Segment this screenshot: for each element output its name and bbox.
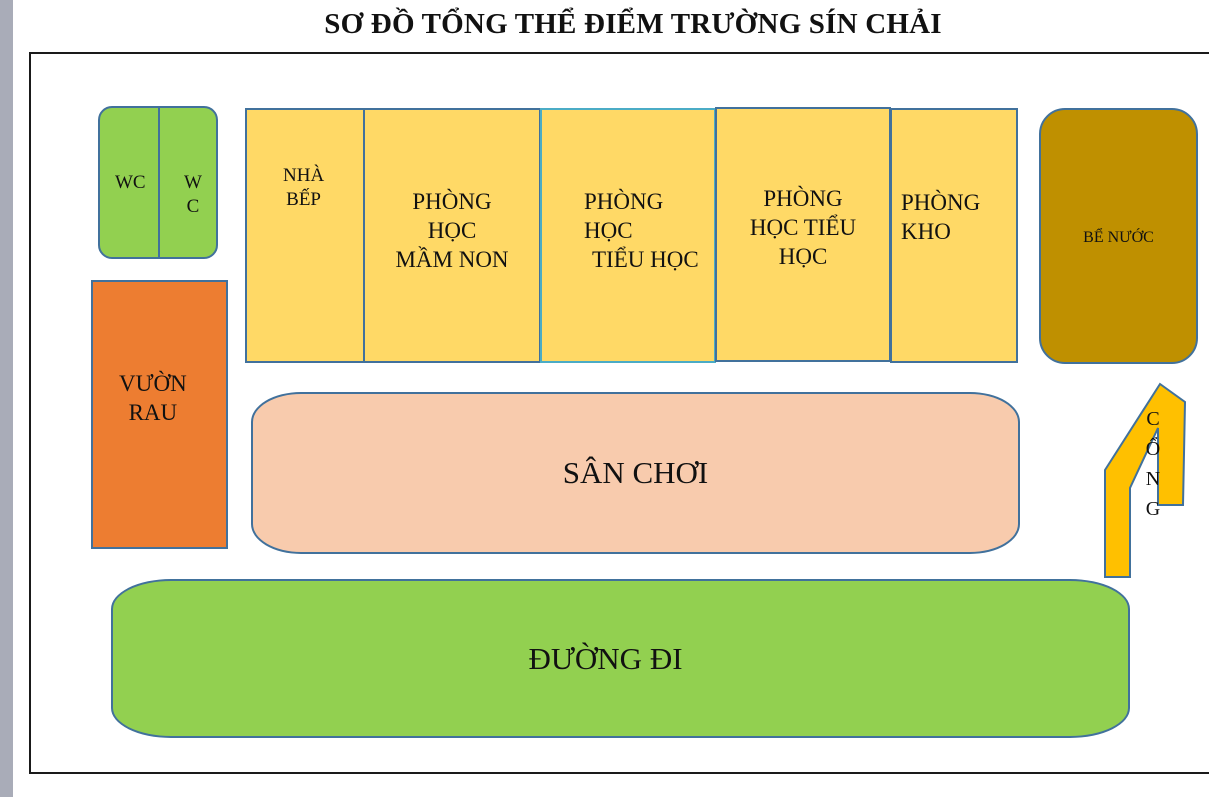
room-storage: PHÒNG KHO bbox=[890, 108, 1018, 363]
room-kitchen: NHÀ BẾP bbox=[245, 108, 365, 363]
primary2-line-3: HỌC bbox=[778, 243, 828, 269]
storage-label: PHÒNG KHO bbox=[901, 189, 980, 247]
playground: SÂN CHƠI bbox=[251, 392, 1020, 554]
primary1-label: PHÒNG HỌC TIỂU HỌC bbox=[584, 188, 699, 274]
kitchen-line-2: BẾP bbox=[286, 188, 322, 210]
road-label-wrap: ĐƯỜNG ĐI bbox=[113, 581, 1128, 736]
gate-shape bbox=[1104, 382, 1187, 578]
room-primary-1: PHÒNG HỌC TIỂU HỌC bbox=[540, 108, 716, 363]
preschool-label: PHÒNG HỌC MẦM NON bbox=[365, 188, 539, 274]
primary1-line-1: PHÒNG bbox=[584, 189, 664, 214]
vegetable-garden: VƯỜN RAU bbox=[91, 280, 228, 549]
site-boundary bbox=[29, 52, 1209, 774]
water-tank-label: BỂ NƯỚC bbox=[1083, 229, 1154, 246]
diagram-title: SƠ ĐỒ TỔNG THỂ ĐIỂM TRƯỜNG SÍN CHẢI bbox=[324, 8, 942, 40]
preschool-line-3: MẦM NON bbox=[395, 246, 509, 272]
garden-line-2: RAU bbox=[128, 399, 178, 425]
playground-label-wrap: SÂN CHƠI bbox=[253, 394, 1018, 552]
gate-letter-1: C bbox=[1146, 408, 1160, 430]
wc-left-label: WC bbox=[115, 172, 146, 193]
wc-right-label: W C bbox=[184, 171, 202, 219]
wc-right-line-1: W bbox=[184, 172, 202, 193]
water-tank: BỂ NƯỚC bbox=[1039, 108, 1198, 364]
water-tank-label-wrap: BỂ NƯỚC bbox=[1041, 110, 1196, 362]
storage-line-2: KHO bbox=[901, 218, 951, 244]
road: ĐƯỜNG ĐI bbox=[111, 579, 1130, 738]
primary2-label: PHÒNG HỌC TIỂU HỌC bbox=[717, 185, 889, 271]
wc-divider bbox=[158, 108, 160, 257]
preschool-line-1: PHÒNG bbox=[412, 189, 492, 214]
gate-letter-2: Ổ bbox=[1145, 438, 1161, 460]
playground-label: SÂN CHƠI bbox=[562, 455, 709, 490]
preschool-line-2: HỌC bbox=[427, 217, 477, 243]
garden-label: VƯỜN RAU bbox=[119, 370, 187, 428]
kitchen-line-1: NHÀ bbox=[283, 165, 325, 186]
room-primary-2: PHÒNG HỌC TIỂU HỌC bbox=[715, 107, 891, 362]
kitchen-label: NHÀ BẾP bbox=[283, 164, 324, 212]
primary1-line-3: TIỂU HỌC bbox=[592, 246, 699, 272]
primary1-line-2: HỌC bbox=[584, 217, 633, 243]
primary2-line-1: PHÒNG bbox=[763, 186, 843, 211]
road-label: ĐƯỜNG ĐI bbox=[528, 640, 683, 676]
wc-right-line-2: C bbox=[186, 195, 200, 217]
gate-label: C Ổ N G bbox=[1144, 404, 1162, 524]
primary2-line-2: HỌC TIỂU bbox=[749, 214, 857, 240]
window-edge-strip bbox=[0, 0, 13, 797]
storage-line-1: PHÒNG bbox=[901, 190, 981, 215]
room-preschool: PHÒNG HỌC MẦM NON bbox=[363, 108, 541, 363]
gate-letter-3: N bbox=[1145, 468, 1161, 490]
wc-block: WC W C bbox=[98, 106, 218, 259]
gate-polygon bbox=[1104, 382, 1187, 578]
gate-letter-4: G bbox=[1145, 498, 1161, 520]
garden-line-1: VƯỜN bbox=[119, 371, 187, 396]
